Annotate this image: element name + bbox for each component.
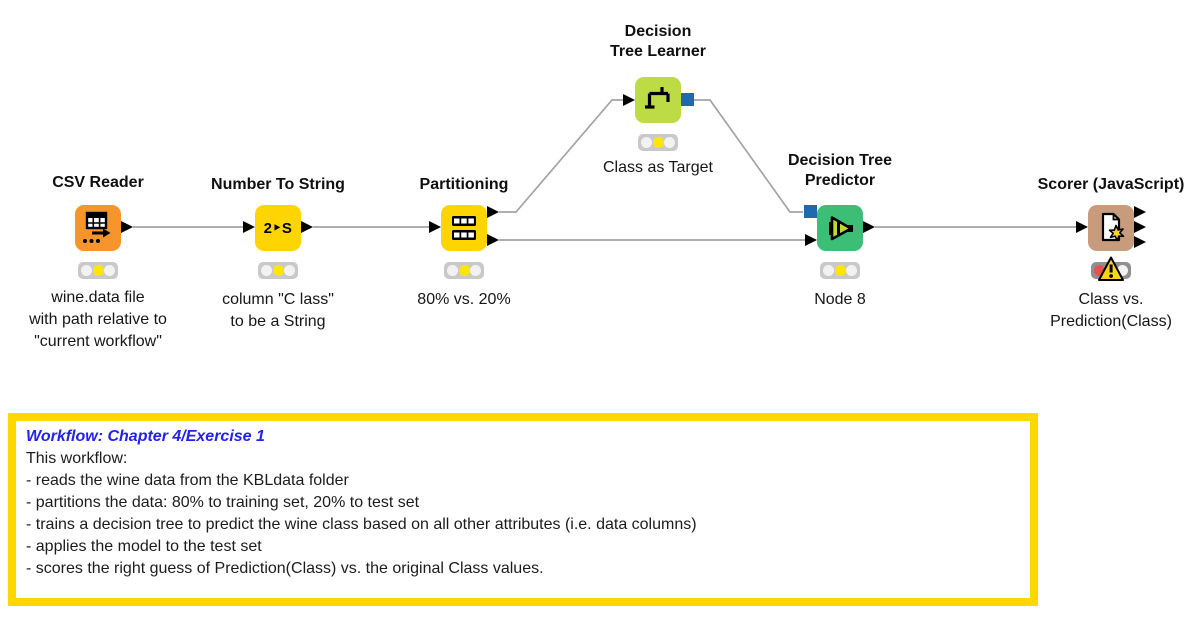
traffic-light-configured (444, 262, 484, 279)
node-comment-partitioning[interactable]: 80% vs. 20% (417, 291, 511, 308)
annotation-title: Workflow: Chapter 4/Exercise 1 (26, 428, 265, 445)
traffic-light-configured (78, 262, 118, 279)
status-green-off (846, 265, 857, 276)
predictor-arrow-icon (829, 216, 853, 241)
decision-tree-icon (645, 87, 670, 109)
node-number-to-string[interactable]: 2‣S (243, 205, 313, 251)
input-port-data[interactable] (1076, 221, 1088, 233)
node-title-decision-tree-learner[interactable]: Decision Tree Learner (609, 23, 707, 60)
output-port-3[interactable] (1134, 236, 1146, 248)
status-green-off (284, 265, 295, 276)
status-yellow-on (652, 137, 664, 148)
status-green-off (664, 137, 675, 148)
output-port-data[interactable] (301, 221, 313, 233)
node-partitioning[interactable] (429, 205, 499, 251)
status-yellow-on (458, 265, 470, 276)
status-yellow-on (272, 265, 284, 276)
node-comment-decision-tree-learner[interactable]: Class as Target (603, 159, 713, 176)
number-to-string-icon: 2‣S (263, 220, 293, 237)
node-comment-csv-reader[interactable]: wine.data file with path relative to "cu… (29, 289, 167, 350)
table-read-icon (83, 211, 111, 243)
node-title-partitioning[interactable]: Partitioning (419, 176, 509, 193)
status-red-off (641, 137, 652, 148)
output-port-2[interactable] (1134, 221, 1146, 233)
document-star-icon (1101, 212, 1125, 242)
input-port-data[interactable] (805, 234, 817, 246)
warning-icon (1098, 256, 1124, 281)
workflow-annotation[interactable]: Workflow: Chapter 4/Exercise 1 This work… (8, 413, 1038, 606)
output-port-train[interactable] (487, 206, 499, 218)
status-red-off (81, 265, 92, 276)
status-red-off (261, 265, 272, 276)
traffic-light-configured (820, 262, 860, 279)
status-green-off (104, 265, 115, 276)
input-port-data[interactable] (429, 221, 441, 233)
status-green-off (470, 265, 481, 276)
node-title-scorer[interactable]: Scorer (JavaScript) (1037, 176, 1185, 193)
node-comment-number-to-string[interactable]: column "C lass" to be a String (222, 291, 334, 330)
node-decision-tree-learner[interactable] (623, 77, 694, 123)
status-red-on (1094, 265, 1105, 276)
node-decision-tree-predictor[interactable] (804, 205, 875, 251)
input-port-data[interactable] (243, 221, 255, 233)
node-csv-reader[interactable] (75, 205, 133, 251)
node-scorer-javascript[interactable] (1076, 205, 1146, 251)
traffic-light-configured (638, 134, 678, 151)
status-red-off (823, 265, 834, 276)
status-yellow-on (92, 265, 104, 276)
connection-learner-to-predictor[interactable] (694, 99, 803, 213)
status-red-off (447, 265, 458, 276)
node-comment-scorer[interactable]: Class vs. Prediction(Class) (1050, 291, 1172, 330)
traffic-light-configured (258, 262, 298, 279)
input-port-data[interactable] (623, 94, 635, 106)
output-port-data[interactable] (121, 221, 133, 233)
output-port-1[interactable] (1134, 206, 1146, 218)
connection-partitioning-to-learner[interactable] (499, 99, 623, 213)
node-title-number-to-string[interactable]: Number To String (211, 176, 345, 193)
node-comment-decision-tree-predictor[interactable]: Node 8 (814, 291, 866, 308)
annotation-body: This workflow: - reads the wine data fro… (26, 450, 697, 577)
star-badge (1108, 224, 1125, 242)
input-port-model[interactable] (804, 205, 817, 218)
split-table-icon (452, 216, 476, 240)
output-port-test[interactable] (487, 234, 499, 246)
status-green-off (1117, 265, 1128, 276)
output-port-data[interactable] (863, 221, 875, 233)
status-yellow-on (834, 265, 846, 276)
node-title-decision-tree-predictor[interactable]: Decision Tree Predictor (787, 152, 893, 189)
node-title-csv-reader[interactable]: CSV Reader (52, 174, 144, 191)
output-port-model[interactable] (681, 93, 694, 106)
